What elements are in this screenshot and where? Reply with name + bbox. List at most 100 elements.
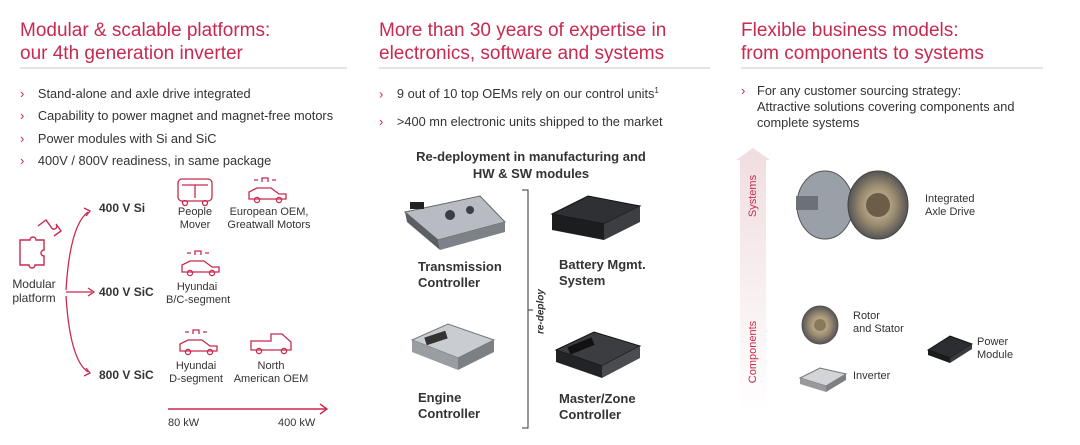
app-label-line: D-segment: [169, 373, 223, 385]
chevron-right-icon: ›: [379, 114, 384, 129]
engine-controller-image: [410, 323, 496, 370]
app-label-line: American OEM: [233, 373, 309, 385]
app-north-american-oem: North American OEM: [230, 360, 312, 386]
app-label-line: Hyundai: [176, 281, 218, 293]
product-label-line: System: [559, 273, 606, 288]
col3-title-line2: from components to systems: [741, 43, 984, 64]
people-mover-icon: [177, 178, 213, 207]
app-label-line: North: [257, 360, 285, 372]
app-label-line: Hyundai: [175, 360, 217, 372]
chevron-right-icon: ›: [20, 86, 25, 101]
power-module-image: [926, 335, 974, 363]
chevron-right-icon: ›: [20, 108, 25, 123]
col2-bullet-1: › 9 out of 10 top OEMs rely on our contr…: [379, 83, 659, 102]
col1-bullet-3: › Power modules with Si and SiC: [20, 131, 216, 147]
chevron-right-icon: ›: [20, 131, 25, 146]
transmission-controller-image: [403, 195, 506, 250]
rotor-stator-image: [801, 305, 839, 345]
ev-car-icon-hyundai-bc: [181, 250, 220, 277]
power-min-label: 80 kW: [168, 417, 200, 429]
col2-divider: [379, 67, 710, 69]
item-label-line: Power: [977, 336, 1009, 348]
col1-title-line2: our 4th generation inverter: [20, 43, 243, 64]
col2-bullet-2: › >400 mn electronic units shipped to th…: [379, 114, 663, 130]
bullet-text: >400 mn electronic units shipped to the …: [396, 114, 663, 129]
power-range-arrow: [168, 403, 329, 415]
footnote-marker: 1: [654, 86, 659, 95]
axis-systems-wrap: Systems: [734, 160, 772, 250]
bullet-text: 400V / 800V readiness, in same package: [37, 153, 272, 168]
axis-components-wrap: Components: [734, 310, 772, 400]
product-label-line: Battery Mgmt.: [559, 257, 646, 272]
bullet-text: Capability to power magnet and magnet-fr…: [37, 108, 334, 123]
app-european-oem: European OEM, Greatwall Motors: [222, 206, 316, 232]
root-label: Modular platform: [6, 277, 62, 305]
redeploy-label-wrap: re-deploy: [534, 288, 548, 338]
item-inverter: Inverter: [853, 370, 891, 382]
item-power-module: Power Module: [977, 336, 1013, 362]
product-battery-mgmt: Battery Mgmt. System: [559, 257, 646, 289]
item-label-line: Module: [977, 349, 1014, 361]
product-label-line: Controller: [418, 275, 481, 290]
redeploy-label: re-deploy: [535, 289, 547, 335]
chevron-right-icon: ›: [741, 83, 746, 98]
product-transmission-controller: Transmission Controller: [418, 259, 502, 291]
col3-title-line1: Flexible business models:: [741, 20, 959, 41]
app-people-mover: People Mover: [170, 206, 220, 232]
branch-800v-sic: 800 V SiC: [99, 368, 154, 382]
app-label-line: People: [177, 206, 213, 218]
branch-400v-si: 400 V Si: [99, 201, 146, 215]
product-label-line: Controller: [559, 407, 622, 422]
app-hyundai-d: Hyundai D-segment: [166, 360, 226, 386]
systems-components-arrow: [736, 148, 770, 412]
item-rotor-stator: Rotor and Stator: [853, 310, 904, 336]
app-label-line: B/C-segment: [166, 294, 231, 306]
redeploy-subheading: Re-deployment in manufacturing and HW & …: [390, 148, 672, 182]
col2-title-line1: More than 30 years of expertise in: [379, 20, 667, 41]
app-label-line: European OEM,: [229, 206, 309, 218]
product-engine-controller: Engine Controller: [418, 390, 480, 422]
col2-title-line2: electronics, software and systems: [379, 43, 665, 64]
item-label-line: Axle Drive: [925, 206, 976, 218]
col1-title-line1: Modular & scalable platforms:: [20, 20, 271, 41]
bullet-text: Power modules with Si and SiC: [37, 131, 217, 146]
subheading-line: Re-deployment in manufacturing and: [416, 149, 646, 164]
redeploy-bracket: [522, 189, 533, 429]
bullet-text-line: For any customer sourcing strategy:: [757, 83, 962, 98]
product-label-line: Engine: [418, 390, 462, 405]
axis-components-label: Components: [747, 320, 759, 384]
axis-systems-label: Systems: [747, 174, 759, 218]
chevron-right-icon: ›: [379, 86, 384, 102]
branch-400v-sic: 400 V SiC: [99, 285, 154, 299]
col1-divider: [20, 67, 347, 69]
product-label-line: Master/Zone: [559, 391, 636, 406]
col3-bullet: › For any customer sourcing strategy: At…: [741, 83, 1015, 131]
product-label-line: Transmission: [418, 259, 502, 274]
col1-bullet-2: › Capability to power magnet and magnet-…: [20, 108, 333, 124]
pickup-truck-icon: [250, 333, 292, 355]
power-max-label: 400 kW: [278, 417, 316, 429]
item-label-line: and Stator: [853, 323, 904, 335]
puzzle-icon: [19, 219, 62, 269]
ev-car-icon-hyundai-d: [179, 329, 218, 356]
col3-divider: [741, 67, 1043, 69]
item-integrated-axle-drive: Integrated Axle Drive: [925, 193, 975, 219]
root-label-line2: platform: [12, 291, 56, 305]
chevron-right-icon: ›: [20, 153, 25, 168]
bullet-text-line: Attractive solutions covering components…: [757, 99, 1015, 114]
root-label-line1: Modular: [12, 277, 56, 291]
app-hyundai-bc: Hyundai B/C-segment: [166, 281, 231, 307]
axle-drive-image: [796, 170, 909, 240]
branch-arrows: [65, 207, 96, 377]
master-zone-controller-image: [554, 331, 642, 378]
bullet-text: Stand-alone and axle drive integrated: [37, 86, 251, 101]
app-label-line: Mover: [179, 219, 211, 231]
battery-mgmt-image: [550, 195, 642, 240]
ev-car-icon-euro: [248, 177, 287, 204]
inverter-image: [798, 367, 848, 392]
product-master-zone-controller: Master/Zone Controller: [559, 391, 636, 423]
item-label-line: Integrated: [925, 193, 975, 205]
bullet-text: 9 out of 10 top OEMs rely on our control…: [396, 86, 655, 102]
subheading-line: HW & SW modules: [472, 166, 590, 181]
